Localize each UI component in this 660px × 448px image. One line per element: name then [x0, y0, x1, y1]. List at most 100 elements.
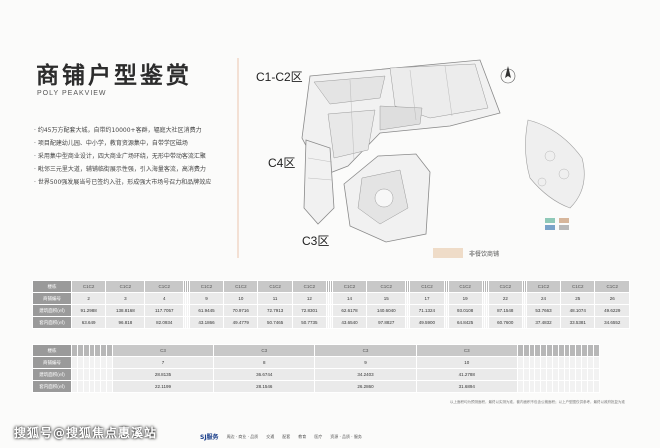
table-cell: C3	[314, 344, 417, 357]
table-cell: C1C2	[409, 280, 445, 293]
floor-plan	[237, 58, 585, 258]
table-spacer	[592, 344, 601, 357]
table-cell: 8	[213, 356, 316, 369]
table-cell: 43.6540	[331, 316, 368, 329]
page-title: 商铺户型鉴赏	[36, 63, 192, 89]
table-cell: 82.0934	[144, 316, 185, 329]
legend-swatch-grey	[559, 225, 569, 230]
c4-block	[303, 139, 335, 225]
footer-item: 医疗	[314, 433, 323, 439]
area-note: 以上面积均为预测面积，最终以实测为准，套内面积不包含公摊面积；以上户型图仅供参考…	[450, 400, 625, 404]
table-cell: 33.5381	[560, 316, 596, 329]
table-cell: 10	[223, 292, 259, 305]
legend-non-food: 非餐饮商铺	[433, 248, 499, 258]
table-cell: 24	[525, 292, 562, 305]
table-cell: 19	[447, 292, 483, 305]
row-label: 商铺编号	[32, 356, 72, 369]
page-subtitle: POLY PEAKVIEW	[37, 90, 107, 97]
row-label: 楼栋	[32, 280, 72, 293]
table-cell: 9	[188, 292, 225, 305]
table-spacer	[522, 380, 530, 393]
table-cell: C1C2	[447, 280, 483, 293]
table-spacer	[551, 380, 559, 393]
table-cell: C3	[111, 344, 215, 357]
footer-item: 周边 · 商业 · 品质	[226, 433, 259, 439]
table-cell: 43.1866	[188, 316, 225, 329]
table-cell: C1C2	[144, 280, 185, 293]
table-cell: C1C2	[560, 280, 596, 293]
table-cell: 49.5900	[409, 316, 445, 329]
table-cell: 61.9445	[188, 304, 225, 317]
table-cell: 34.2403	[314, 368, 417, 381]
table-cell: C1C2	[594, 280, 630, 293]
zone-label-c1c2: C1-C2区	[256, 70, 303, 84]
table-spacer	[516, 380, 524, 393]
table-cell: 49.4779	[223, 316, 259, 329]
legend-swatch-green	[545, 218, 555, 223]
table-cell: 49.6229	[594, 304, 630, 317]
table-spacer	[592, 380, 601, 393]
table-cell: 10	[415, 356, 518, 369]
table-cell: C1C2	[188, 280, 225, 293]
table-cell: 34.6552	[594, 316, 630, 329]
row-label: 商铺编号	[32, 292, 72, 305]
table-cell: 25	[560, 292, 596, 305]
table-cell: 17	[409, 292, 445, 305]
feature-item: · 采用集中型商业设计，四大商业广场环绕，无形中带动客流汇聚	[34, 153, 206, 160]
table-spacer	[528, 380, 536, 393]
table-cell: 28.1546	[213, 380, 316, 393]
row-label: 套内面积(㎡)	[32, 316, 72, 329]
feature-list: · 约45万方配套大城，自带约10000+客群，辐庭大社区消费力 · 项目配建幼…	[34, 124, 244, 189]
footer-item: 教育	[298, 433, 307, 439]
table-cell: 41.2788	[415, 368, 518, 381]
table-cell: 37.4832	[525, 316, 562, 329]
table-cell: C1C2	[331, 280, 368, 293]
table-cell: 50.7465	[257, 316, 293, 329]
footer-item: 资源 · 品质 · 服务	[330, 433, 362, 439]
north-arrow-icon	[500, 66, 516, 84]
table-cell: 22.1199	[111, 380, 215, 393]
table-cell: 62.6178	[331, 304, 368, 317]
table-cell: 26	[594, 292, 630, 305]
legend	[545, 218, 569, 232]
c3-block	[343, 153, 431, 243]
table-cell: 97.8827	[366, 316, 407, 329]
table-cell: C3	[415, 344, 518, 357]
table-spacer	[581, 380, 588, 393]
table-spacer	[575, 380, 583, 393]
table-cell: 96.818	[105, 316, 146, 329]
table-spacer	[557, 380, 565, 393]
row-label: 建筑面积(㎡)	[32, 368, 72, 381]
table-spacer	[592, 356, 601, 369]
table-cell: 138.8168	[105, 304, 146, 317]
table-cell: 26.2860	[314, 380, 417, 393]
watermark: 搜狐号@搜狐焦点惠溪站	[14, 426, 158, 440]
table-cell: 14	[331, 292, 368, 305]
table-cell: 91.2988	[70, 304, 107, 317]
feature-item: · 毗邻三元里大道，辅铺临街展示性强，引入海量客流，高消费力	[34, 166, 206, 173]
table-cell: C1C2	[105, 280, 146, 293]
table-cell: C1C2	[223, 280, 259, 293]
footer: SJ服务 周边 · 商业 · 品质 交通 配套 教育 医疗 资源 · 品质 · …	[200, 432, 362, 442]
table-cell: 71.1324	[409, 304, 445, 317]
table-cell: C1C2	[70, 280, 107, 293]
table-cell: 60.7600	[487, 316, 523, 329]
table-spacer	[563, 380, 571, 393]
table-spacer	[546, 380, 553, 393]
legend-non-food-swatch	[433, 248, 463, 258]
table-spacer	[592, 368, 601, 381]
landscape-area	[525, 119, 585, 209]
table-cell: 12	[291, 292, 327, 305]
table-spacer	[540, 380, 548, 393]
footer-item: 交通	[266, 433, 275, 439]
table-cell: 31.6894	[415, 380, 518, 393]
table-cell: 15	[366, 292, 407, 305]
table-cell: 117.7057	[144, 304, 185, 317]
feature-item: · 项目配建幼儿园、中小学，教育资源集中，自带学区磁场	[34, 140, 188, 147]
table-cell: 50.7735	[291, 316, 327, 329]
